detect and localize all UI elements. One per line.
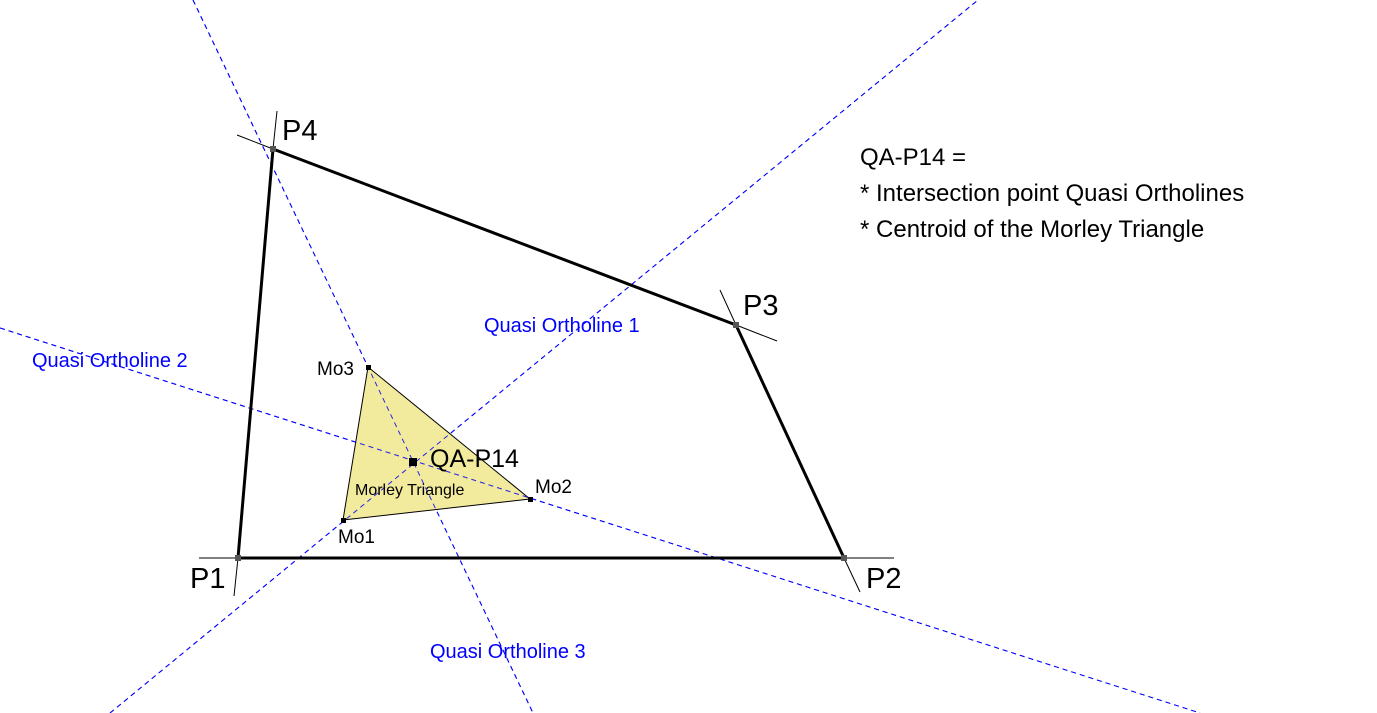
label-morley-triangle: Morley Triangle — [355, 482, 465, 499]
note-item-centroid: * Centroid of the Morley Triangle — [860, 216, 1205, 243]
point-mo3 — [366, 365, 371, 370]
point-mo2 — [528, 497, 533, 502]
label-p1: P1 — [190, 563, 226, 595]
point-p4 — [270, 146, 276, 152]
label-p2: P2 — [866, 563, 902, 595]
side-p3-p4 — [272, 147, 737, 327]
note-title: QA-P14 = — [860, 144, 967, 171]
label-qa-p14: QA-P14 — [430, 445, 519, 473]
quasi-ortholine-3-overlay — [192, 0, 534, 713]
quasi-ortholine-2-overlay — [0, 327, 1201, 713]
extension-line — [719, 289, 737, 326]
label-quasi-ortholine-3: Quasi Ortholine 3 — [430, 641, 586, 663]
label-mo1: Mo1 — [338, 527, 375, 548]
extension-line — [843, 557, 861, 593]
label-quasi-ortholine-2: Quasi Ortholine 2 — [32, 350, 188, 372]
extension-line — [735, 324, 778, 342]
side-p2-p3 — [734, 324, 846, 559]
extension-line — [272, 110, 278, 150]
point-p1 — [235, 555, 241, 561]
point-qa-p14 — [409, 458, 417, 466]
morley-triangle — [342, 366, 532, 521]
label-p4: P4 — [282, 115, 318, 147]
label-quasi-ortholine-1: Quasi Ortholine 1 — [484, 315, 640, 337]
note-item-intersection: * Intersection point Quasi Ortholines — [860, 180, 1245, 207]
note-block: QA-P14 = * Intersection point Quasi Orth… — [860, 140, 1244, 248]
point-mo1 — [341, 518, 346, 523]
side-p4-p1 — [236, 148, 275, 559]
extension-line — [233, 557, 239, 597]
point-p3 — [733, 322, 739, 328]
point-p2 — [841, 555, 847, 561]
label-mo2: Mo2 — [535, 477, 572, 498]
label-mo3: Mo3 — [317, 359, 354, 380]
extension-line — [236, 134, 274, 150]
label-p3: P3 — [743, 290, 779, 322]
quasi-ortholine-1-overlay — [109, 0, 979, 713]
